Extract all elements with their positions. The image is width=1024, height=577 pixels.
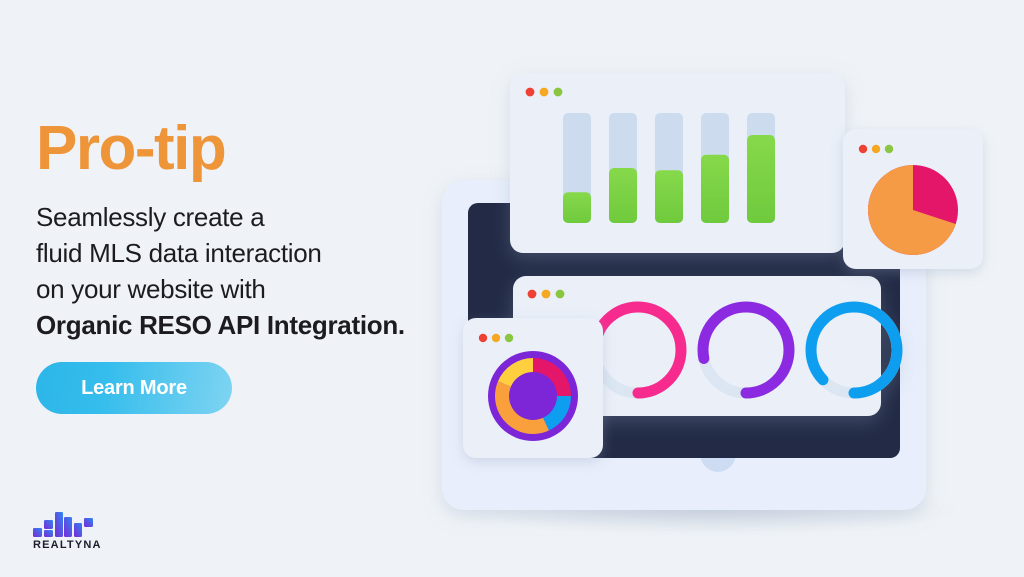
page-title: Pro-tip (36, 114, 227, 183)
window-ring-gauges[interactable] (513, 276, 903, 416)
donut-chart (488, 351, 578, 441)
card-donut-chart[interactable] (463, 318, 603, 458)
subhead-line-2: fluid MLS data interaction (36, 237, 322, 268)
analytics-illustration (380, 40, 1024, 540)
subhead-line-3: on your website with (36, 273, 266, 304)
window-bar-chart[interactable] (510, 73, 845, 253)
subhead-line-1: Seamlessly create a (36, 202, 265, 232)
logo-bars-icon (33, 512, 93, 537)
realtyna-logo: REALTYNA (33, 509, 133, 551)
learn-more-button[interactable]: Learn More (36, 362, 232, 414)
window-dot-yellow (491, 333, 501, 343)
bar-fill-group (563, 135, 775, 223)
window-dot-red (478, 333, 488, 343)
ring-gauge-blue (805, 301, 903, 399)
logo-wordmark: REALTYNA (33, 539, 102, 551)
window-dot-green (884, 144, 894, 154)
hero-subhead: Seamlessly create a fluid MLS data inter… (36, 200, 466, 344)
window-dot-red (525, 87, 535, 97)
window-dot-yellow (871, 144, 881, 154)
ring-gauge-purple (697, 301, 795, 399)
hero-text-block: Pro-tip Seamlessly create a fluid MLS da… (36, 118, 466, 344)
window-dot-red (527, 289, 537, 299)
window-dot-yellow (541, 289, 551, 299)
window-dot-yellow (539, 87, 549, 97)
window-dot-red (858, 144, 868, 154)
pie-chart (868, 165, 958, 255)
window-dot-green (553, 87, 563, 97)
window-dot-green (555, 289, 565, 299)
card-pie-chart[interactable] (843, 129, 983, 269)
window-dot-green (504, 333, 514, 343)
subhead-line-4-bold: Organic RESO API Integration. (36, 309, 405, 340)
illustration-svg (442, 73, 983, 536)
